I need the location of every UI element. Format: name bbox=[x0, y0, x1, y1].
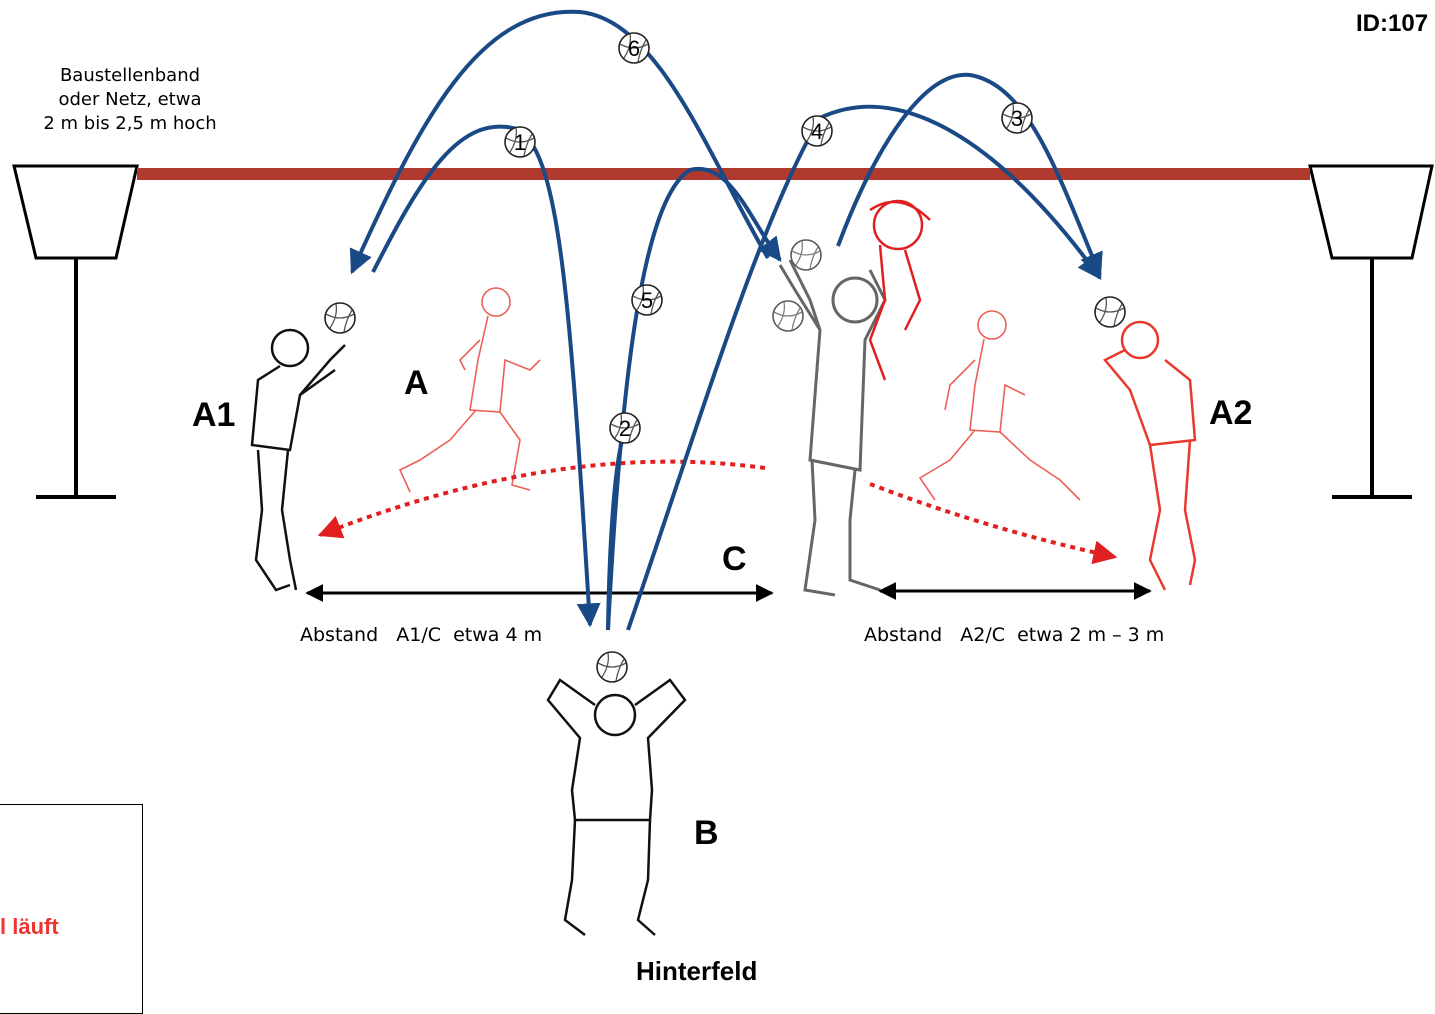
distance-label-a2-c: Abstand A2/C etwa 2 m – 3 m bbox=[864, 624, 1164, 646]
player-c-label: C bbox=[722, 540, 747, 579]
svg-text:2: 2 bbox=[619, 416, 631, 441]
back-court-label: Hinterfeld bbox=[636, 956, 757, 987]
ball-marker-6: 6 bbox=[619, 33, 649, 63]
player-b-label: B bbox=[694, 814, 719, 853]
svg-text:4: 4 bbox=[811, 119, 823, 144]
player-a-ghost-right-figure bbox=[920, 311, 1080, 500]
ball-marker-2: 2 bbox=[610, 413, 640, 443]
ball-marker-4: 4 bbox=[802, 116, 832, 146]
svg-text:1: 1 bbox=[514, 130, 526, 155]
player-a1-label: A1 bbox=[192, 396, 235, 435]
ball-path-6 bbox=[352, 12, 768, 272]
player-b-figure bbox=[548, 652, 685, 935]
id-label: ID:107 bbox=[1356, 10, 1428, 38]
player-a2-figure bbox=[1095, 297, 1195, 590]
net-label-line-3: 2 m bis 2,5 m hoch bbox=[0, 112, 260, 136]
hint-box bbox=[0, 804, 143, 1014]
ball-path-5 bbox=[608, 169, 780, 630]
ball-marker-5: 5 bbox=[632, 285, 662, 315]
net-label-line-2: oder Netz, etwa bbox=[0, 88, 260, 112]
net-label-line-1: Baustellenband bbox=[0, 64, 260, 88]
player-c-figure bbox=[773, 240, 885, 595]
player-a-label: A bbox=[404, 364, 429, 403]
player-a1-figure bbox=[252, 303, 355, 590]
ball-marker-3: 3 bbox=[1002, 103, 1032, 133]
left-net-post bbox=[14, 166, 137, 497]
hint-text: l läuft bbox=[0, 914, 59, 940]
svg-text:6: 6 bbox=[628, 36, 640, 61]
right-net-post bbox=[1310, 166, 1432, 497]
svg-text:5: 5 bbox=[641, 288, 653, 313]
run-path-to-a2 bbox=[870, 484, 1115, 557]
distance-label-a1-c: Abstand A1/C etwa 4 m bbox=[300, 624, 542, 646]
player-a2-label: A2 bbox=[1209, 394, 1252, 433]
ball-marker-1: 1 bbox=[505, 127, 535, 157]
run-path-to-a1 bbox=[320, 462, 765, 535]
svg-text:3: 3 bbox=[1011, 106, 1023, 131]
net-label: Baustellenband oder Netz, etwa 2 m bis 2… bbox=[0, 64, 260, 136]
